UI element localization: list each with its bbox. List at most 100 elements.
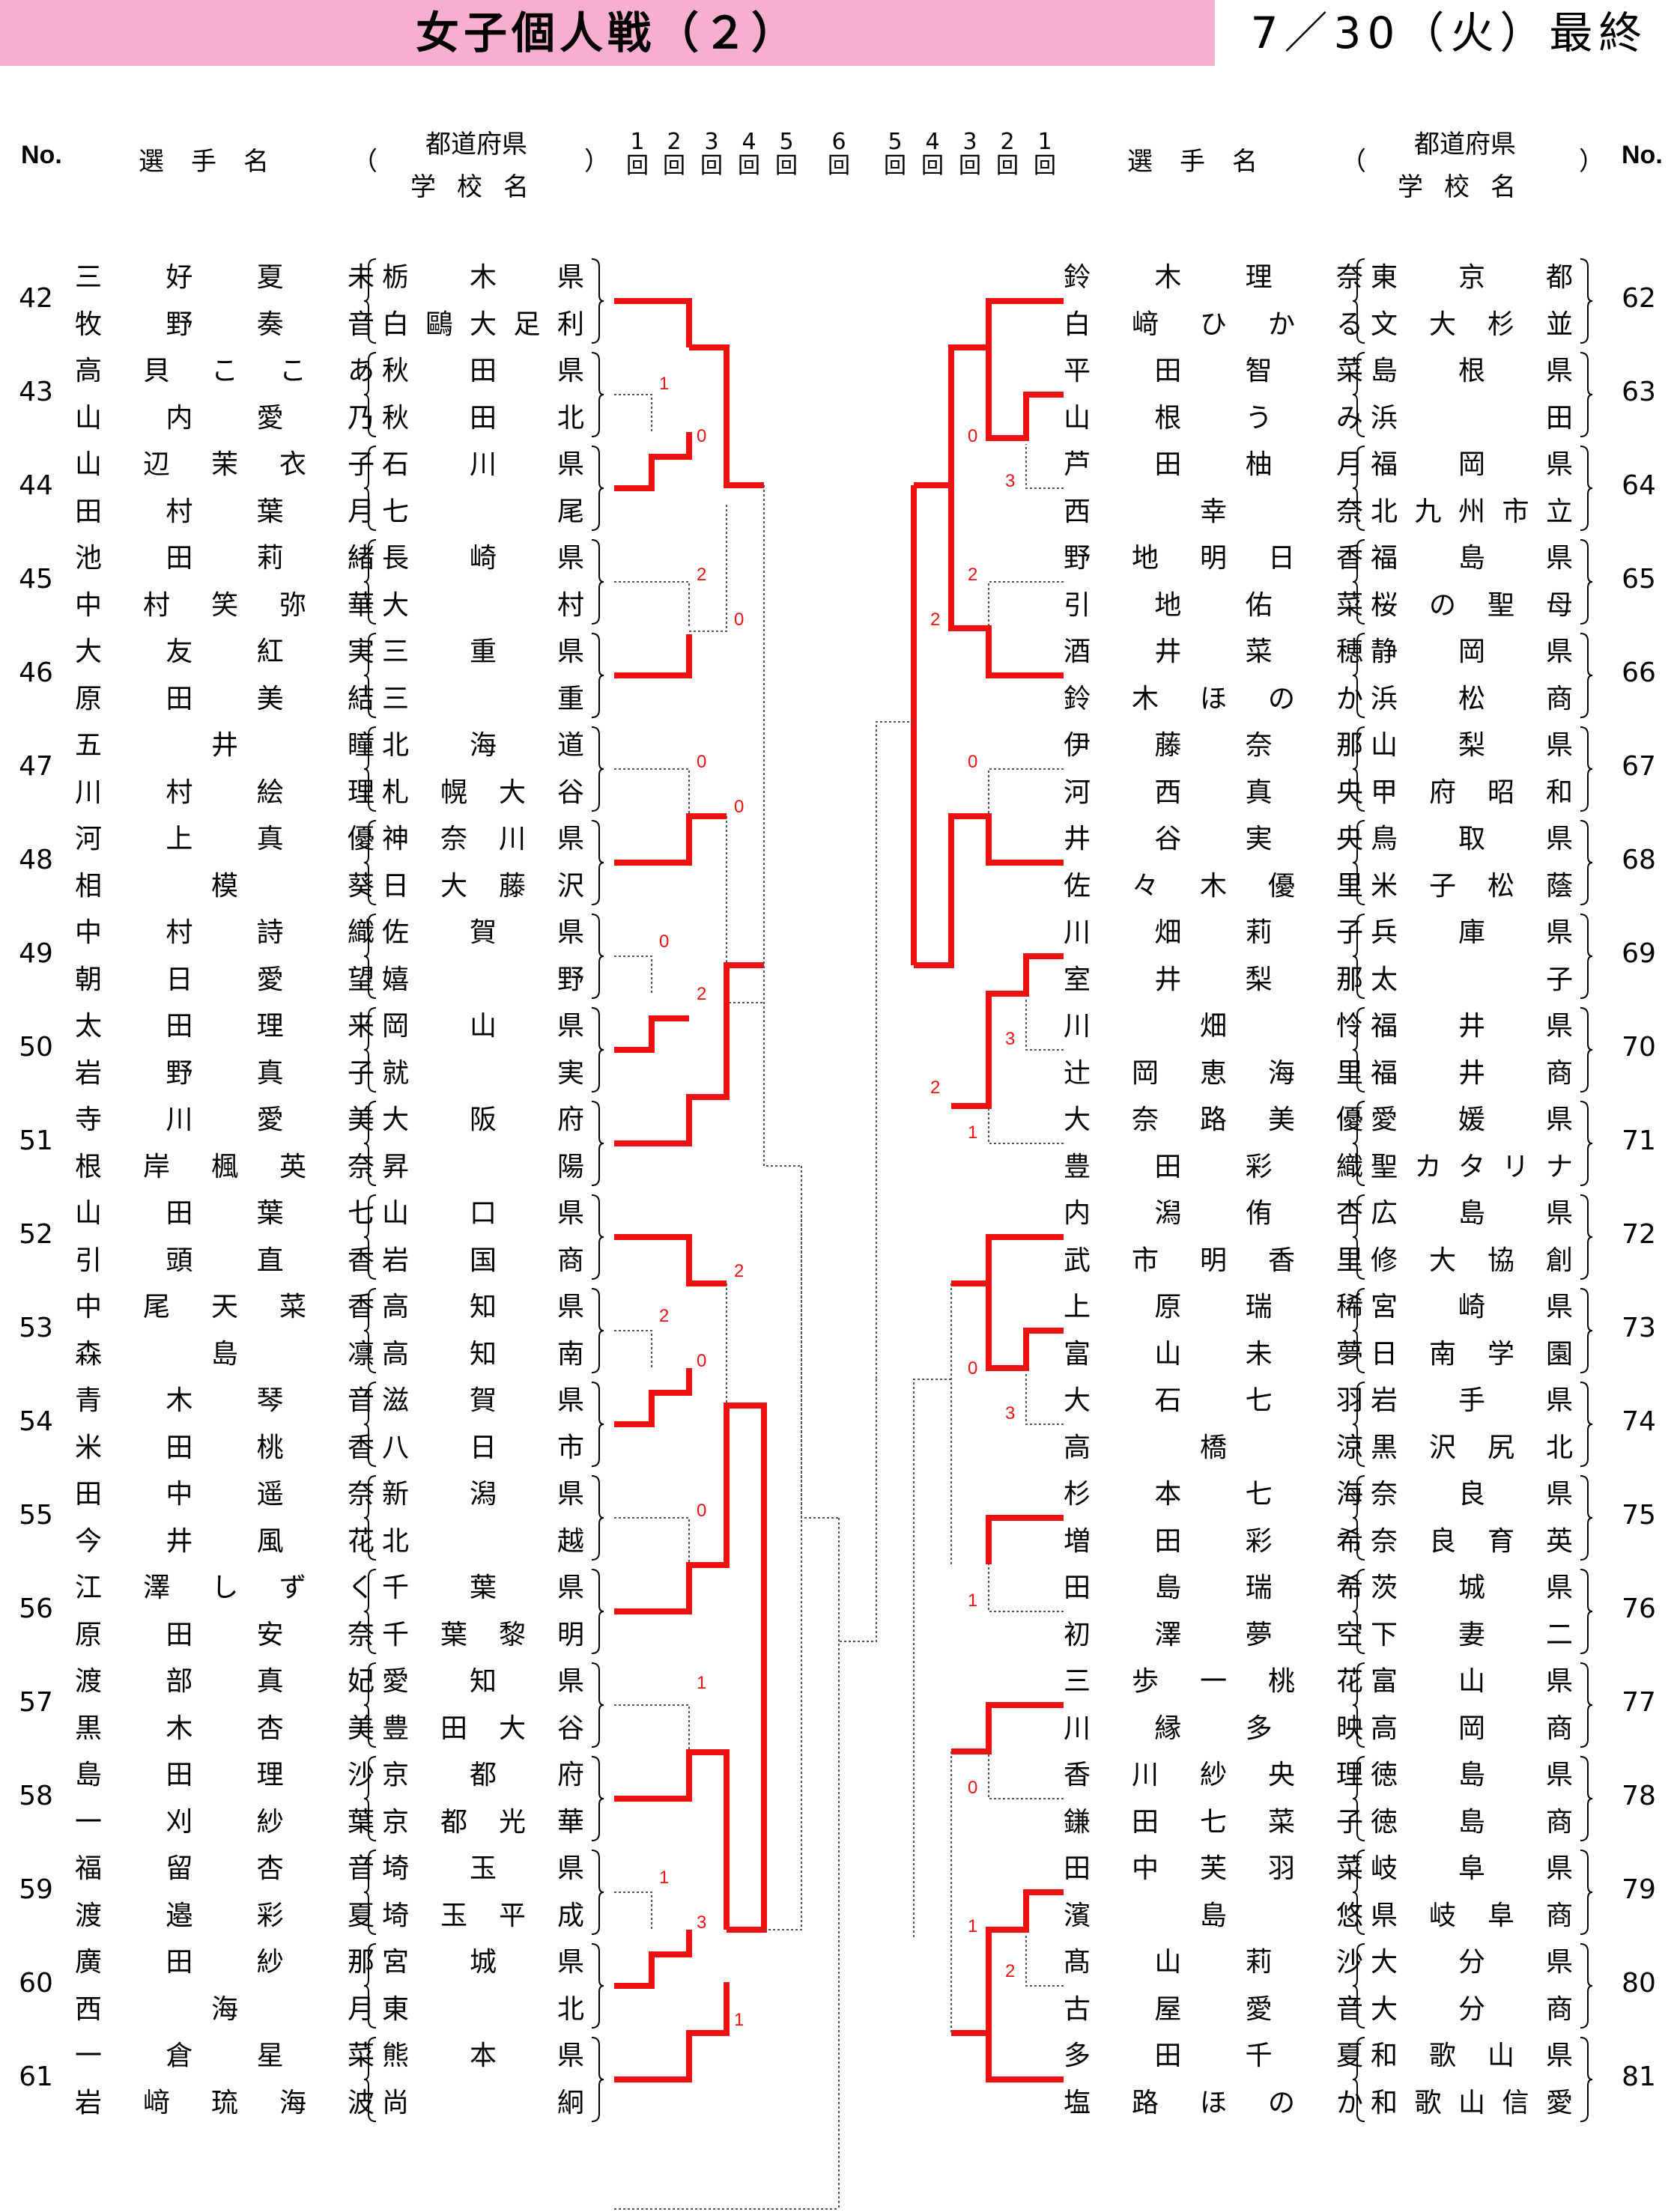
player-name: 今井風花: [75, 1525, 374, 1557]
entry-number: 61: [19, 2061, 53, 2093]
school-brace: [363, 258, 377, 344]
school-brace: [1580, 1194, 1593, 1280]
prefecture-name: 秋田県: [382, 356, 584, 386]
prefecture-name: 徳島県: [1371, 1760, 1573, 1790]
round-label-right: 2 回: [996, 129, 1019, 179]
prefecture-name: 静岡県: [1371, 636, 1573, 667]
entry-number: 55: [19, 1500, 53, 1531]
entry-number: 63: [1622, 377, 1656, 408]
school-name: 千葉黎明: [382, 1619, 584, 1650]
school-name: 下妻二: [1371, 1619, 1573, 1650]
school-name: 日大藤沢: [382, 870, 584, 902]
name-header-right: 選手名: [1127, 147, 1285, 177]
school-name: 和歌山信愛: [1371, 2087, 1573, 2118]
name-header-left: 選手名: [139, 147, 296, 177]
school-brace: [1352, 633, 1365, 718]
prefecture-name: 岐阜県: [1371, 1853, 1573, 1884]
school-brace: [1352, 1569, 1365, 1654]
entry-number: 70: [1622, 1032, 1656, 1063]
player-name: 田島瑞希: [1064, 1573, 1363, 1603]
entry-number: 49: [19, 938, 53, 970]
school-brace: [591, 1007, 604, 1093]
school-name: 浜田: [1371, 402, 1573, 434]
entry-number: 56: [19, 1593, 53, 1625]
school-name: 修大協創: [1371, 1245, 1573, 1276]
player-name: 引地佑菜: [1064, 589, 1363, 621]
loser-line: [614, 955, 652, 994]
player-name: 山田葉七: [75, 1198, 374, 1229]
school-name: 黒沢尻北: [1371, 1432, 1573, 1463]
player-name: 一倉星菜: [75, 2041, 374, 2071]
school-brace: [363, 1382, 377, 1467]
school-brace: [1580, 633, 1593, 718]
entry-number: 74: [1622, 1406, 1656, 1438]
player-name: 岩﨑琉海波: [75, 2087, 374, 2118]
school-name: 京都光華: [382, 1806, 584, 1838]
school-header-left: 学校名: [410, 172, 550, 202]
player-name: 大石七羽: [1064, 1385, 1363, 1416]
player-name: 鈴木理奈: [1064, 262, 1363, 293]
school-brace: [1580, 1382, 1593, 1467]
player-name: 高貝ここあ: [75, 356, 374, 386]
school-brace: [591, 1101, 604, 1186]
school-brace: [1352, 1756, 1365, 1841]
entry-number: 47: [19, 751, 53, 783]
school-brace: [591, 1569, 604, 1654]
player-name: 多田千夏: [1064, 2041, 1363, 2071]
school-name: 昇陽: [382, 1151, 584, 1182]
school-brace: [1352, 1288, 1365, 1373]
player-name: 辻岡恵海里: [1064, 1057, 1363, 1089]
player-name: 増田彩希: [1064, 1525, 1363, 1557]
school-name: 大分商: [1371, 1993, 1573, 2025]
school-brace: [363, 1756, 377, 1841]
loser-line: [614, 1892, 652, 1930]
player-name: 岩野真子: [75, 1057, 374, 1089]
entry-number: 64: [1622, 470, 1656, 502]
player-name: 田中芙羽菜: [1064, 1853, 1363, 1884]
school-name: 浜松商: [1371, 683, 1573, 714]
prefecture-name: 千葉県: [382, 1573, 584, 1603]
entry-number: 43: [19, 377, 53, 408]
pref-header-right: 都道府県: [1414, 130, 1516, 159]
winner-line: [614, 1930, 692, 1989]
school-brace: [363, 352, 377, 437]
close-paren-left: ）: [584, 147, 610, 177]
match-score-right: 2: [968, 565, 977, 585]
entry-number: 66: [1622, 657, 1656, 689]
open-paren-left: （: [352, 147, 377, 177]
round-label-right: 1 回: [1034, 129, 1056, 179]
round-label-final: 6 回: [828, 129, 850, 179]
player-name: 大奈路美優: [1064, 1105, 1363, 1135]
prefecture-name: 島根県: [1371, 356, 1573, 386]
player-name: 田村葉月: [75, 496, 374, 527]
entry-number: 44: [19, 470, 53, 502]
school-brace: [591, 820, 604, 905]
entry-number: 72: [1622, 1219, 1656, 1251]
player-name: 富山未夢: [1064, 1338, 1363, 1370]
player-name: 室井梨那: [1064, 964, 1363, 995]
school-brace: [1352, 539, 1365, 625]
winner-line: [914, 813, 1064, 968]
player-name: 三歩一桃花: [1064, 1666, 1363, 1697]
pref-header-left: 都道府県: [425, 130, 527, 159]
school-brace: [591, 1943, 604, 2029]
entry-number: 76: [1622, 1593, 1656, 1625]
school-name: 徳島商: [1371, 1806, 1573, 1838]
school-brace: [363, 1101, 377, 1186]
match-score-left: 0: [734, 610, 744, 630]
school-brace: [1352, 1007, 1365, 1093]
prefecture-name: 宮城県: [382, 1947, 584, 1978]
player-name: 米田桃香: [75, 1432, 374, 1463]
entry-number: 67: [1622, 751, 1656, 783]
school-name: 米子松蔭: [1371, 870, 1573, 902]
match-score-left: 2: [697, 565, 706, 585]
school-brace: [1580, 1662, 1593, 1748]
loser-line: [801, 1166, 839, 1519]
entry-number: 75: [1622, 1500, 1656, 1531]
prefecture-name: 大分県: [1371, 1947, 1573, 1978]
match-score-right: 1: [968, 1916, 977, 1936]
prefecture-name: 岩手県: [1371, 1385, 1573, 1416]
match-score-left: 2: [734, 1261, 744, 1281]
prefecture-name: 和歌山県: [1371, 2041, 1573, 2071]
player-name: 髙山莉沙: [1064, 1947, 1363, 1978]
